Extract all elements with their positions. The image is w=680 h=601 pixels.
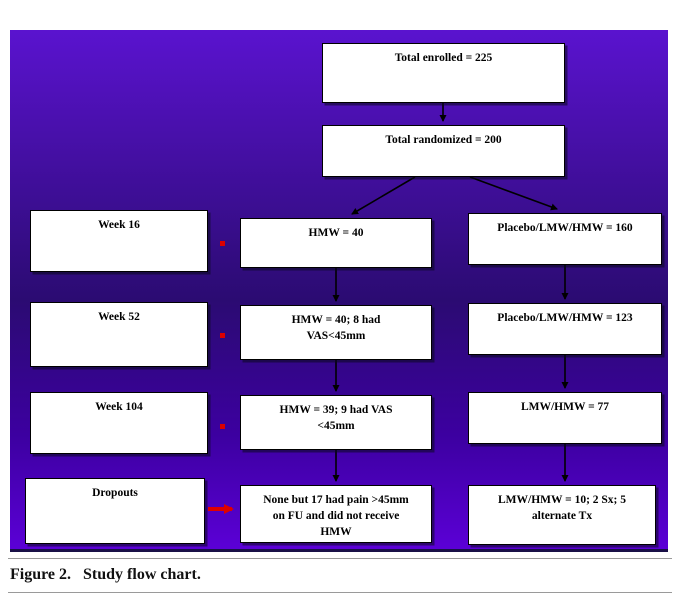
timepoint-label: Week 16 <box>98 219 140 231</box>
box-hmw-week16: HMW = 40 <box>240 218 432 268</box>
box-total-enrolled-text: Total enrolled = 225 <box>394 52 493 64</box>
flow-connectors <box>208 103 569 514</box>
flowchart-panel: Total enrolled = 225 Total randomized = … <box>10 30 668 552</box>
box-hmw-week104: HMW = 39; 9 had VAS <45mm <box>240 395 432 450</box>
box-combined-week16: Placebo/LMW/HMW = 160 <box>468 213 662 265</box>
box-total-randomized: Total randomized = 200 <box>322 125 565 177</box>
arrow-randomized-to-combined-icon <box>469 176 558 211</box>
box-total-randomized-text: Total randomized = 200 <box>385 134 502 146</box>
figure-caption-text: Study flow chart. <box>83 566 201 583</box>
box-timepoint-week104: Week 104 <box>30 392 208 454</box>
timepoint-label: Week 104 <box>95 401 143 413</box>
combined-dropouts-text: LMW/HMW = 10; 2 Sx; 5 alternate Tx <box>497 494 627 522</box>
box-combined-week52: Placebo/LMW/HMW = 123 <box>468 303 662 355</box>
hmw-week16-text: HMW = 40 <box>308 227 364 239</box>
box-timepoint-week16: Week 16 <box>30 210 208 272</box>
box-total-enrolled: Total enrolled = 225 <box>322 43 565 103</box>
hmw-week104-text: HMW = 39; 9 had VAS <45mm <box>279 404 393 432</box>
red-asterisk-icon <box>220 333 225 338</box>
figure-caption: Figure 2. Study flow chart. <box>10 566 670 584</box>
hmw-week52-text: HMW = 40; 8 had VAS<45mm <box>291 314 381 342</box>
arrow-randomized-to-hmw-icon <box>351 176 416 215</box>
box-timepoint-week52: Week 52 <box>30 302 208 367</box>
timepoint-label: Week 52 <box>98 311 140 323</box>
box-timepoint-dropouts: Dropouts <box>25 478 205 544</box>
box-hmw-week52: HMW = 40; 8 had VAS<45mm <box>240 305 432 360</box>
figure-caption-block: Figure 2. Study flow chart. <box>8 558 672 593</box>
figure-caption-label: Figure 2. <box>10 566 72 583</box>
red-asterisk-icon <box>220 241 225 246</box>
combined-week16-text: Placebo/LMW/HMW = 160 <box>497 222 633 234</box>
box-hmw-dropouts: None but 17 had pain >45mm on FU and did… <box>240 485 432 543</box>
timepoint-label: Dropouts <box>92 487 138 499</box>
red-asterisk-icon <box>220 424 225 429</box>
combined-week52-text: Placebo/LMW/HMW = 123 <box>497 312 633 324</box>
box-combined-dropouts: LMW/HMW = 10; 2 Sx; 5 alternate Tx <box>468 485 656 545</box>
hmw-dropouts-text: None but 17 had pain >45mm on FU and did… <box>263 494 409 538</box>
box-combined-week104: LMW/HMW = 77 <box>468 392 662 444</box>
combined-week104-text: LMW/HMW = 77 <box>520 401 610 413</box>
